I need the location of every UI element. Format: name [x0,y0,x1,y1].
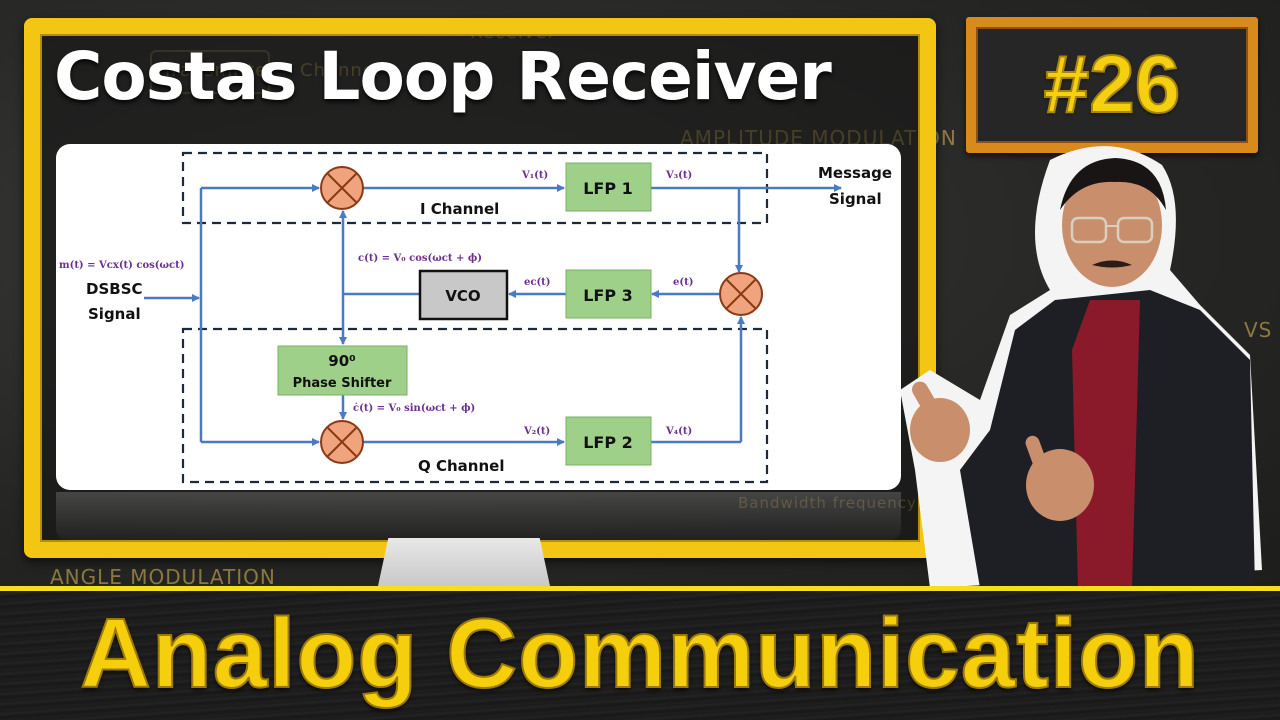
signal-ec: eᴄ(t) [524,277,551,288]
input-label-1: DSBSC [86,280,143,298]
q-channel-label: Q Channel [418,457,504,475]
output-label-1: Message [818,164,892,182]
doodle-vs: VS [1244,318,1273,342]
signal-v2: V₂(t) [523,426,550,437]
signal-c: c(t) = V₀ cos(ωᴄt + ϕ) [358,253,482,264]
output-label-2: Signal [829,190,882,208]
lfp1-label: LFP 1 [583,179,633,198]
doodle-angle-mod: ANGLE MODULATION [50,565,276,589]
signal-v1: V₁(t) [521,170,548,181]
lfp2-block [565,416,652,466]
lfp3-block [565,269,652,319]
vco-label: VCO [445,287,480,305]
lfp2-label: LFP 2 [583,433,633,452]
i-channel-label: I Channel [420,200,499,218]
episode-number: #26 [1043,38,1182,131]
monitor-stand [378,538,550,586]
signal-v4: V₄(t) [665,426,692,437]
phase-shifter-degrees: 90⁰ [328,352,355,370]
lfp1-block [565,162,652,212]
presenter-photo [900,140,1270,588]
series-banner [0,586,1280,720]
phase-shifter-label: Phase Shifter [293,376,392,391]
input-equation: m(t) = Vᴄx(t) cos(ωᴄt) [59,260,184,271]
mixer-error [719,272,763,316]
costas-loop-diagram: LFP 1 LFP 3 LFP 2 VCO 90⁰ Phase Shifter … [59,151,892,484]
panel-reflection [56,492,901,542]
q-channel-box [181,327,769,484]
phase-shifter-block [277,345,408,396]
presenter-figure [900,146,1262,588]
signal-c-prime: ċ(t) = V₀ sin(ωᴄt + ϕ) [353,403,475,414]
mixer-i [320,166,364,210]
lfp3-label: LFP 3 [583,286,633,305]
input-label-2: Signal [88,305,141,323]
series-title: Analog Communication [79,598,1200,708]
mixer-q [320,420,364,464]
page-title: Costas Loop Receiver [54,38,832,115]
episode-badge: #26 [966,17,1258,153]
vco-block [418,269,509,321]
signal-v3: V₃(t) [665,170,692,181]
signal-e: e(t) [673,277,693,288]
diagram-panel: LFP 1 LFP 3 LFP 2 VCO 90⁰ Phase Shifter … [56,144,901,490]
